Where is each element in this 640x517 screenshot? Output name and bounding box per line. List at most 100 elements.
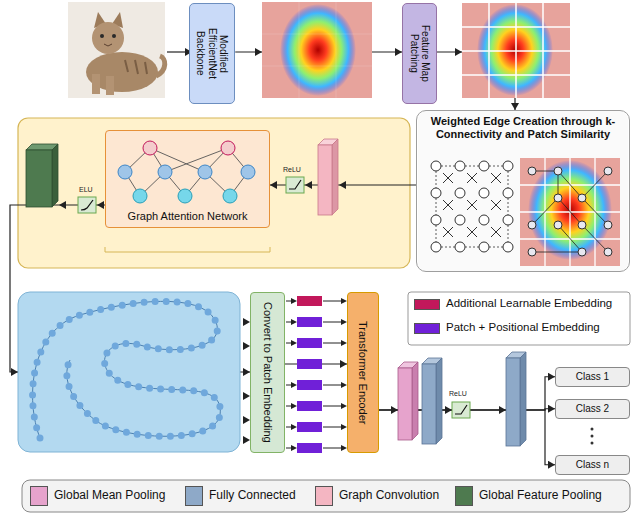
legend-item: Global Feature Pooling [455, 486, 602, 506]
heatmap-graph-sketch [604, 248, 612, 256]
cat-photo [106, 76, 114, 95]
graph-convolution-block [318, 145, 332, 215]
cat-photo [104, 44, 112, 46]
legend-swatch [30, 486, 48, 506]
gat-graph-sketch [158, 165, 172, 179]
legend-item: Additional Learnable Embedding [414, 297, 612, 311]
grid-graph-sketch [503, 242, 513, 252]
legend-swatch [414, 323, 440, 334]
patch-embedding-tiles [297, 401, 322, 411]
patch-embedding-tiles [286, 296, 347, 453]
legend-swatch [455, 486, 473, 506]
patch-embedding-tiles [297, 443, 322, 453]
grid-graph-sketch [479, 242, 489, 252]
patch-embedding-tiles [323, 301, 342, 448]
global-feature-pooling-block [59, 201, 66, 209]
gat-graph-sketch [133, 189, 147, 203]
graph-node-sequence [18, 292, 240, 452]
elu-icon [78, 197, 96, 213]
grid-graph-sketch [436, 166, 508, 247]
legend-item: Fully Connected [185, 486, 296, 506]
heatmap-graph-sketch [520, 158, 620, 266]
patching-box: Feature Map Patching [402, 3, 437, 104]
patched-heatmap-image [455, 48, 462, 56]
patch-embedding-tiles [291, 403, 297, 409]
heatmap-image [280, 4, 356, 96]
legend-text: Patch + Positional Embedding [446, 321, 600, 334]
patched-heatmap-image [462, 3, 570, 98]
flow-arrow [243, 392, 250, 400]
class-box: Class n [555, 455, 630, 475]
heatmap-graph-sketch [604, 221, 612, 229]
heatmap-graph-sketch [520, 158, 620, 266]
heatmap-graph-sketch [604, 167, 612, 175]
legend-box [408, 292, 630, 345]
patched-heatmap-image [455, 3, 570, 98]
ellipsis-dots [591, 428, 594, 445]
grid-graph-sketch [455, 242, 465, 252]
node-text: Modified EfficientNet Backbone [195, 8, 230, 99]
gat-box-ground [105, 130, 270, 228]
flow-arrow [243, 416, 250, 424]
grid-graph-sketch [431, 161, 513, 252]
gat-graph-sketch [143, 141, 157, 155]
flow-arrow [167, 51, 186, 52]
activation-label: ReLU [449, 390, 467, 398]
graph-node-sequence [33, 301, 221, 438]
edge-creation-panel-ground [418, 110, 628, 272]
grid-graph-sketch [455, 161, 465, 171]
class-box: Class 1 [555, 367, 630, 387]
grid-graph-sketch [479, 215, 489, 225]
grid-graph-sketch [455, 188, 465, 198]
grid-graph-sketch [479, 188, 489, 198]
global-feature-pooling-block [52, 144, 58, 207]
graph-node-sequence [11, 368, 18, 376]
grid-graph-sketch [503, 188, 513, 198]
patch-embedding-tiles [297, 359, 322, 369]
heatmap-graph-sketch [528, 167, 612, 256]
layer-bracket [270, 247, 271, 252]
global-mean-pooling-block [391, 406, 398, 414]
cat-photo [156, 56, 165, 76]
cat-photo [100, 34, 104, 38]
heatmap-image [255, 48, 262, 56]
gat-box: Graph Attention Network [105, 130, 270, 228]
patch-embedding-tiles [291, 445, 297, 451]
gat-graph-sketch [118, 165, 132, 179]
grid-graph-sketch [431, 188, 441, 198]
patch-embedding-tiles [291, 382, 297, 388]
grid-graph-sketch [431, 242, 441, 252]
patch-embedding-tiles [297, 338, 322, 348]
graph-convolution-block [339, 181, 346, 189]
relu-icon [445, 402, 470, 418]
node-text: Class n [576, 459, 609, 471]
legend-bar [22, 480, 630, 512]
node-text: Class 1 [576, 371, 609, 383]
layer-bracket [105, 247, 106, 252]
flow-arrow [243, 342, 250, 350]
ellipsis-dots [591, 428, 594, 431]
patch-embedding-tiles [291, 298, 297, 304]
relu-icon [289, 180, 301, 189]
fully-connected-block [436, 358, 442, 444]
gat-graph-sketch [178, 189, 192, 203]
grid-graph-sketch [479, 161, 489, 171]
fully-connected-block [422, 364, 436, 444]
global-mean-pooling-block [398, 368, 412, 440]
cat-photo [112, 34, 116, 38]
heatmap-graph-sketch [528, 221, 536, 229]
patched-heatmap-image [462, 3, 570, 98]
legend-text: Global Mean Pooling [54, 489, 165, 503]
relu-icon [455, 405, 467, 414]
heatmap-graph-sketch [528, 248, 536, 256]
node-text: Class 2 [576, 403, 609, 415]
gat-graph-sketch [221, 141, 235, 155]
legend-text: Fully Connected [209, 489, 296, 503]
elu-icon [78, 197, 104, 213]
patch-embedding-box: Convert to Patch Embedding [250, 292, 285, 453]
class-box: Class 2 [555, 399, 630, 419]
node-text: Convert to Patch Embedding [261, 297, 274, 448]
